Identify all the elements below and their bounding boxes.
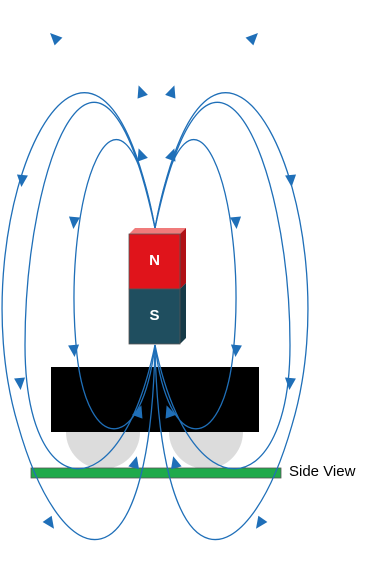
arrow-icon bbox=[42, 515, 59, 532]
arrow-icon bbox=[229, 344, 242, 358]
field-line-left-inner bbox=[73, 139, 156, 430]
north-pole-top bbox=[129, 228, 186, 234]
south-pole-side bbox=[180, 283, 186, 344]
surface-strip bbox=[30, 467, 282, 479]
arrow-icon bbox=[46, 29, 63, 46]
field-line-right-inner bbox=[154, 139, 237, 430]
arrow-icon bbox=[68, 344, 81, 358]
side-view-caption: Side View bbox=[289, 463, 356, 480]
south-pole-label: S bbox=[149, 307, 159, 324]
arrow-icon bbox=[133, 83, 148, 99]
field-line-right-outer bbox=[154, 92, 309, 541]
arrow-icon bbox=[245, 29, 262, 46]
field-line-right-mid bbox=[154, 101, 291, 470]
base-plate bbox=[51, 367, 259, 432]
field-line-left-outer bbox=[1, 92, 156, 541]
bar-magnet: N S bbox=[128, 228, 186, 345]
field-lines bbox=[1, 92, 309, 541]
south-pole-face bbox=[128, 288, 181, 345]
arrow-icon bbox=[14, 377, 27, 391]
arrow-icon bbox=[15, 174, 28, 188]
north-pole-side bbox=[180, 228, 186, 289]
arrow-icon bbox=[128, 454, 143, 470]
field-line-left-mid bbox=[24, 101, 156, 470]
north-pole-label: N bbox=[149, 252, 160, 269]
arrow-icon bbox=[251, 515, 268, 532]
arrow-icon bbox=[165, 83, 180, 99]
arrow-icon bbox=[285, 174, 298, 188]
arrow-icon bbox=[283, 377, 296, 391]
